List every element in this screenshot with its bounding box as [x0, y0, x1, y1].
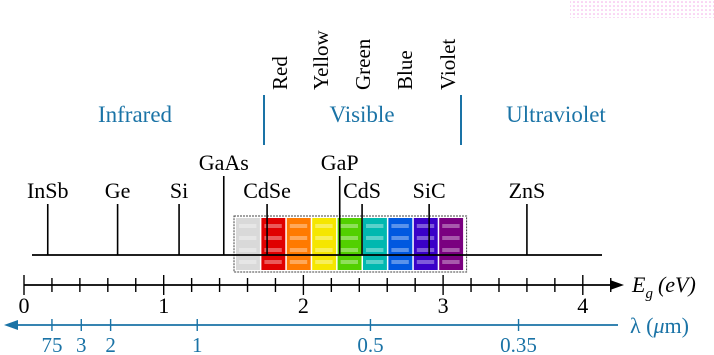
spectrum-swatch: [337, 218, 362, 270]
wavelength-tick-label: 0.35: [500, 333, 537, 355]
wavelength-tick-label: 0.5: [357, 333, 383, 355]
energy-axis-arrow: [610, 280, 624, 290]
material-label: CdS: [343, 178, 381, 203]
spectrum-swatch: [286, 218, 311, 270]
visible-spectrum-strip: [233, 215, 468, 273]
spectrum-texture: [340, 248, 358, 252]
spectrum-texture: [366, 224, 384, 228]
material-label: CdSe: [243, 178, 291, 203]
color-label-yellow: Yellow: [309, 29, 333, 90]
energy-axis-ticks: [23, 275, 612, 295]
spectrum-texture: [442, 236, 460, 240]
spectrum-texture: [442, 248, 460, 252]
spectrum-texture: [366, 236, 384, 240]
spectrum-swatch: [312, 218, 337, 270]
energy-tick-label: 0: [19, 293, 30, 318]
wavelength-tick-label: 75: [41, 333, 62, 355]
material-label: GaAs: [199, 150, 249, 175]
spectrum-swatch: [413, 218, 438, 270]
color-label-violet: Violet: [436, 39, 460, 90]
energy-tick-label: 3: [438, 293, 449, 318]
material-label: Ge: [105, 178, 131, 203]
spectrum-texture: [340, 260, 358, 264]
energy-axis-tick-labels: 0 1 2 3 4: [19, 293, 589, 318]
spectrum-texture: [416, 260, 435, 264]
spectrum-texture: [315, 260, 333, 264]
region-label-visible: Visible: [329, 102, 394, 127]
spectrum-texture: [239, 260, 257, 264]
spectrum-texture: [239, 224, 257, 228]
spectrum-texture: [340, 224, 358, 228]
spectrum-texture: [289, 248, 308, 252]
wavelength-tick-label: 3: [76, 333, 87, 355]
spectrum-texture: [264, 260, 282, 264]
wavelength-tick-label: 2: [105, 333, 116, 355]
spectrum-texture: [289, 224, 308, 228]
spectrum-swatch: [439, 218, 464, 270]
color-label-red: Red: [268, 56, 292, 90]
spectrum-texture: [289, 236, 308, 240]
spectrum-texture: [340, 236, 358, 240]
spectrum-texture: [366, 248, 384, 252]
wavelength-axis-label: λ (μm): [630, 313, 689, 338]
wavelength-axis-ticks: [51, 319, 520, 331]
spectrum-swatch: [388, 218, 413, 270]
spectrum-texture: [391, 224, 409, 228]
spectrum-texture: [391, 248, 409, 252]
spectrum-texture: [264, 224, 282, 228]
spectrum-swatch: [363, 218, 387, 270]
spectrum-texture: [264, 236, 282, 240]
spectrum-texture: [239, 248, 257, 252]
wavelength-axis-arrow: [4, 320, 18, 330]
material-label: GaP: [321, 150, 359, 175]
spectrum-texture: [416, 236, 435, 240]
spectrum-texture: [442, 224, 460, 228]
spectrum-texture: [264, 248, 282, 252]
spectrum-texture: [315, 224, 333, 228]
spectrum-texture: [239, 236, 257, 240]
region-label-ultraviolet: Ultraviolet: [506, 102, 606, 127]
spectrum-texture: [315, 248, 333, 252]
energy-tick-label: 2: [298, 293, 309, 318]
spectrum-swatch: [236, 218, 260, 270]
spectrum-texture: [366, 260, 384, 264]
material-label: Si: [170, 178, 188, 203]
spectrum-texture: [391, 260, 409, 264]
spectrum-texture: [289, 260, 308, 264]
wavelength-tick-label: 1: [192, 333, 203, 355]
spectrum-texture: [416, 248, 435, 252]
color-label-green: Green: [351, 38, 375, 90]
spectrum-texture: [315, 236, 333, 240]
material-label: SiC: [413, 178, 446, 203]
material-label: ZnS: [509, 178, 546, 203]
region-label-infrared: Infrared: [98, 102, 173, 127]
energy-axis-label: Eg(eV): [631, 272, 696, 302]
energy-tick-label: 4: [577, 293, 588, 318]
material-stems: [46, 176, 528, 255]
spectrum-texture: [391, 236, 409, 240]
corner-pattern: [570, 0, 714, 18]
color-label-blue: Blue: [393, 50, 417, 90]
spectrum-texture: [442, 260, 460, 264]
energy-tick-label: 1: [158, 293, 169, 318]
material-label: InSb: [27, 178, 69, 203]
spectrum-texture: [416, 224, 435, 228]
